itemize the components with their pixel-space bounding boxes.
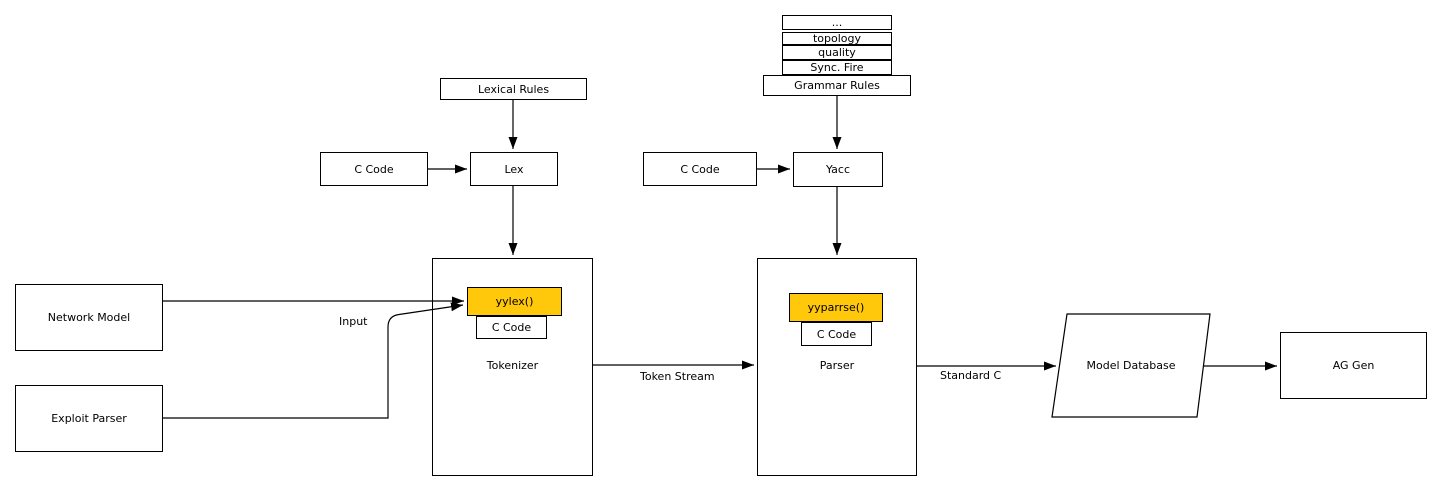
stack-cell-ellipsis-label: ...: [831, 16, 843, 29]
arrow-exploit-parser-to-yylex: [163, 302, 464, 419]
stack-cell-topology: topology: [782, 32, 892, 45]
edge-label-token-stream: Token Stream: [640, 370, 715, 383]
lexical-rules-label: Lexical Rules: [477, 82, 550, 96]
yylex-label: yylex(): [495, 295, 534, 308]
lex-label: Lex: [504, 162, 524, 176]
c-code-yyparrse-label: C Code: [816, 327, 857, 341]
yyparrse-node: yyparrse(): [789, 293, 883, 322]
c-code-to-yacc-label: C Code: [680, 162, 720, 176]
yacc-node: Yacc: [793, 152, 883, 187]
lexical-rules-node: Lexical Rules: [440, 78, 587, 100]
ag-gen-node: AG Gen: [1280, 332, 1427, 399]
grammar-rules-node: Grammar Rules: [763, 75, 911, 96]
stack-cell-quality: quality: [782, 45, 892, 60]
c-code-to-lex-node: C Code: [320, 152, 428, 186]
stack-cell-sync-fire-label: Sync. Fire: [810, 61, 864, 74]
c-code-yyparrse-node: C Code: [801, 322, 872, 346]
c-code-yylex-label: C Code: [491, 321, 532, 334]
c-code-to-lex-label: C Code: [354, 162, 394, 176]
model-database-label: Model Database: [1086, 359, 1176, 372]
yacc-label: Yacc: [825, 163, 851, 176]
stack-cell-sync-fire: Sync. Fire: [782, 60, 892, 75]
tokenizer-container: [432, 258, 593, 476]
edge-label-standard-c: Standard C: [940, 369, 1002, 382]
network-model-label: Network Model: [47, 311, 131, 324]
stack-cell-ellipsis: ...: [782, 15, 892, 30]
exploit-parser-node: Exploit Parser: [15, 385, 163, 452]
stack-cell-topology-label: topology: [812, 32, 862, 45]
yylex-node: yylex(): [467, 287, 562, 316]
ag-gen-label: AG Gen: [1332, 359, 1375, 372]
yyparrse-label: yyparrse(): [807, 301, 865, 314]
parser-label: Parser: [819, 359, 855, 372]
parser-container: [757, 258, 917, 476]
stack-cell-quality-label: quality: [818, 46, 856, 59]
network-model-node: Network Model: [15, 284, 163, 351]
tokenizer-label: Tokenizer: [486, 359, 539, 372]
exploit-parser-label: Exploit Parser: [51, 412, 127, 425]
c-code-to-yacc-node: C Code: [643, 152, 757, 186]
grammar-rules-label: Grammar Rules: [794, 79, 880, 92]
lex-node: Lex: [470, 152, 558, 186]
c-code-yylex-node: C Code: [476, 316, 547, 339]
edge-label-input: Input: [339, 315, 368, 328]
